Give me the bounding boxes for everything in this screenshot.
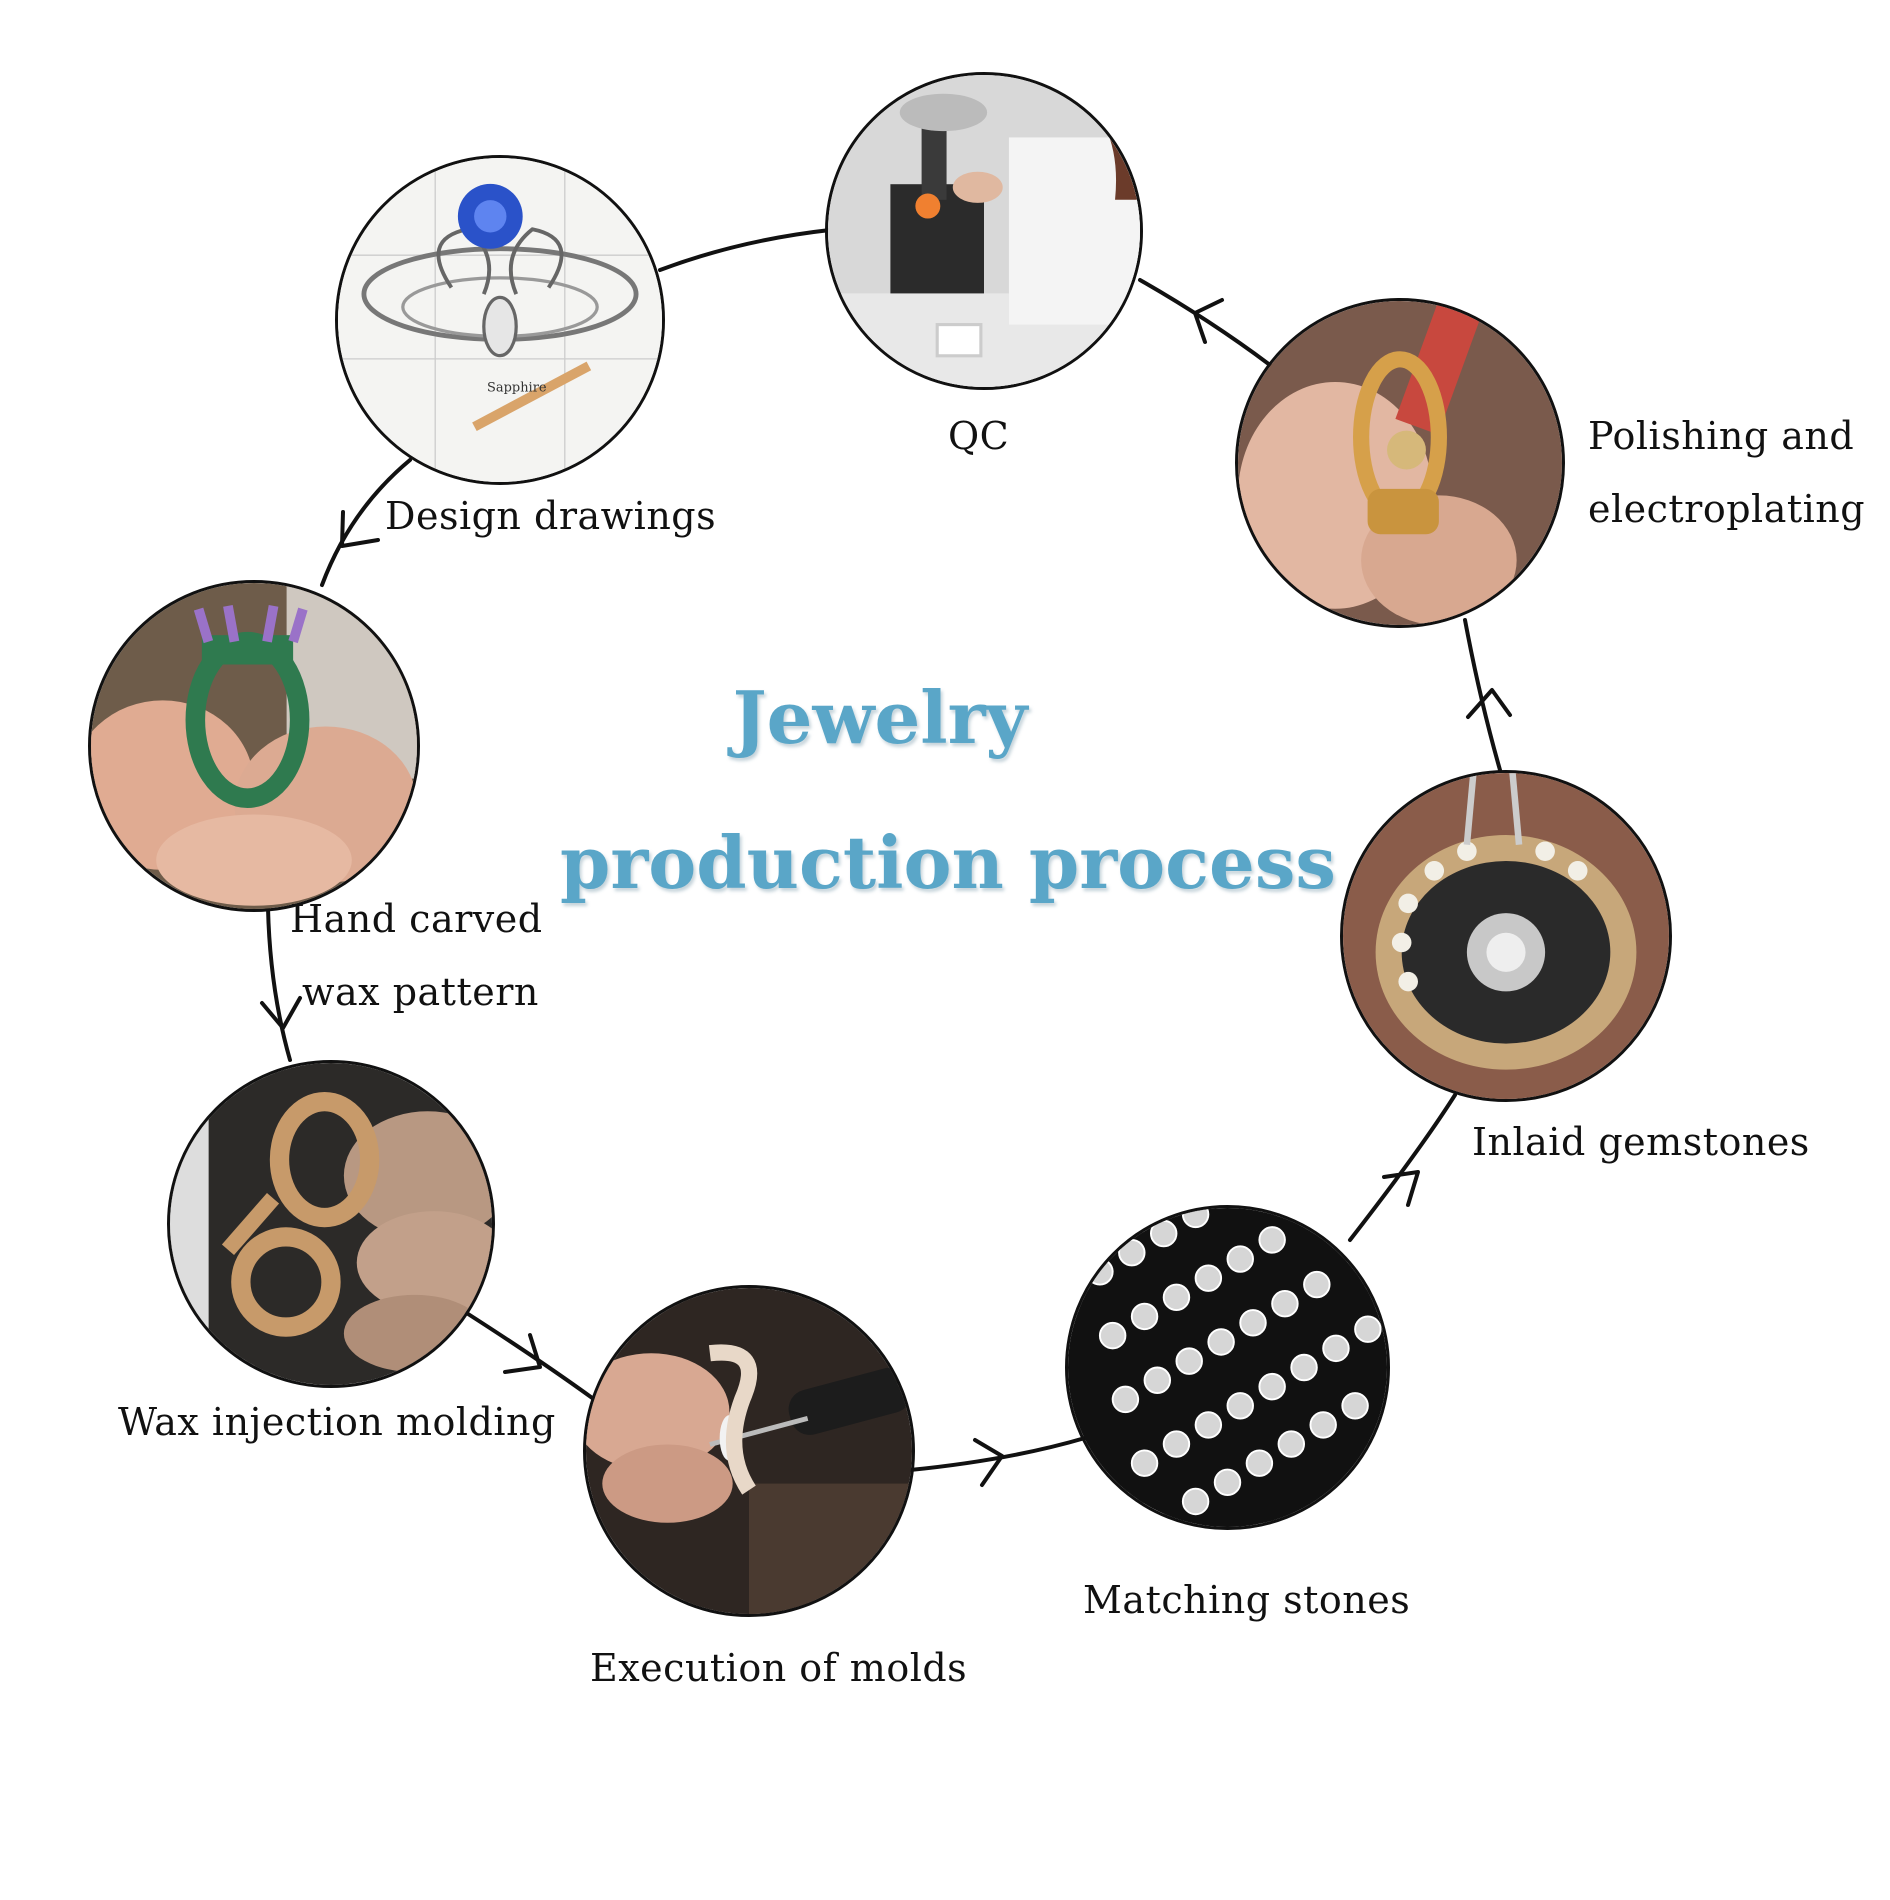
step-photo-wax [167,1060,495,1388]
step-photo-qc [825,72,1143,390]
svg-text:Sapphire: Sapphire [487,380,547,395]
step-photo-matching [1065,1205,1390,1530]
step-label-polishing: Polishing and [1588,414,1855,458]
step-label-wax: Wax injection molding [118,1400,556,1444]
stone-setting-icon [1343,773,1669,1099]
page-subtitle: production process [560,820,1336,905]
step-label-carved: Hand carved [290,897,543,941]
connector-design-qc [658,228,832,272]
arrow-inlaid [1382,1170,1420,1207]
step-label-design: Design drawings [385,494,717,538]
step-label-carved-2: wax pattern [302,970,539,1014]
step-photo-molds [583,1285,915,1617]
step-label-molds: Execution of molds [590,1646,968,1690]
arrow-carved [340,510,380,548]
arrow-qc [1193,298,1224,344]
arrow-polishing [1466,688,1512,719]
connector-matching-inlaid [1348,1093,1457,1242]
wax-ring-icon [91,583,417,909]
step-label-matching: Matching stones [1083,1578,1411,1622]
mold-polishing-icon [586,1288,912,1614]
step-photo-inlaid [1340,770,1672,1102]
wax-molding-icon [170,1063,492,1385]
arrow-molds [503,1333,542,1374]
connector-inlaid-polishing [1463,618,1502,772]
polishing-icon [1238,301,1562,625]
step-label-inlaid: Inlaid gemstones [1472,1120,1810,1164]
gemstones-icon [1068,1208,1387,1527]
step-photo-carved [88,580,420,912]
connector-carved-wax [266,906,292,1062]
step-label-qc: QC [948,414,1010,458]
arrow-matching [973,1438,1004,1487]
ring-sketch-icon: Sapphire [338,158,662,482]
connector-wax-molds [463,1310,597,1402]
step-label-polishing-2: electroplating [1588,487,1866,531]
step-photo-design: Sapphire [335,155,665,485]
connector-qc-polishing [1138,278,1272,367]
microscope-icon [828,75,1140,387]
connector-molds-matching [908,1436,1087,1472]
connector-design-carved [320,458,412,587]
page-title: Jewelry [732,675,1028,760]
step-photo-polishing [1235,298,1565,628]
arrow-wax [260,996,302,1030]
